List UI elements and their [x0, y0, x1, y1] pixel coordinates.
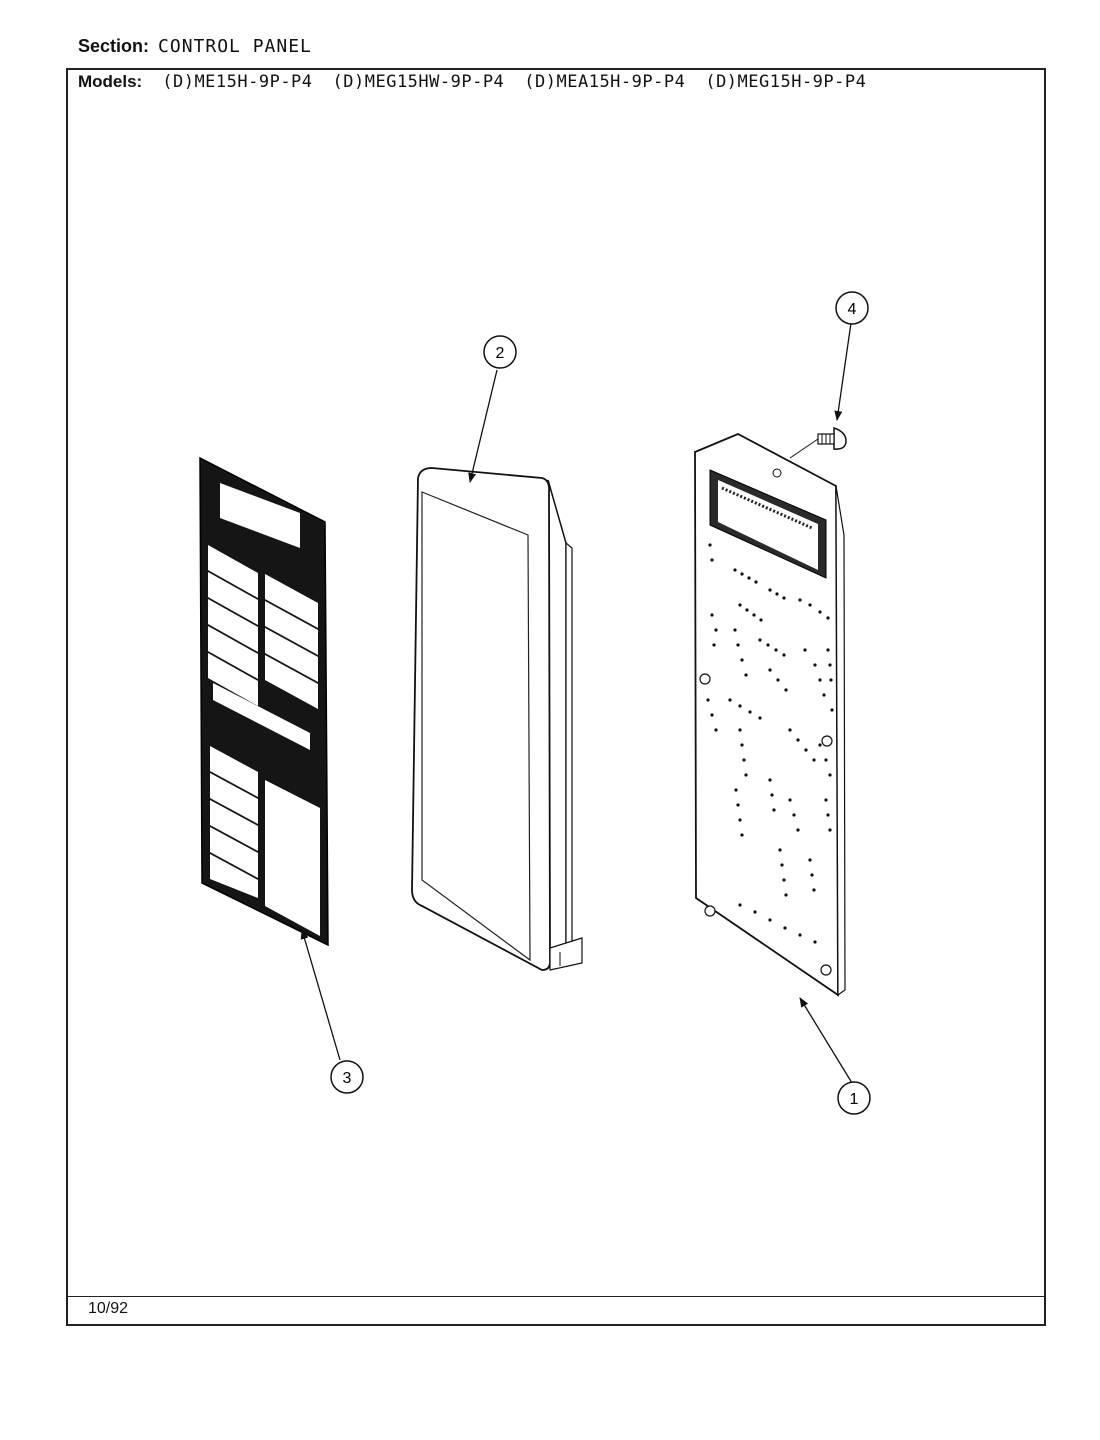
models-label: Models:: [78, 72, 143, 91]
callout-1: 1: [837, 1081, 871, 1115]
model-number: (D)MEG15HW-9P-P4: [332, 72, 505, 92]
part-4-screw: [789, 426, 847, 459]
callout-number: 1: [850, 1091, 859, 1108]
section-value: CONTROL PANEL: [158, 36, 312, 57]
callout-2: 2: [483, 335, 517, 369]
section-line: Section: CONTROL PANEL: [78, 36, 312, 57]
leader-line-1: [799, 997, 853, 1084]
leader-line-3: [300, 929, 341, 1061]
leader-line-4: [834, 322, 852, 421]
part-2-frame: [411, 467, 583, 971]
model-number: (D)ME15H-9P-P4: [162, 72, 313, 92]
callout-4: 4: [835, 291, 869, 325]
leader-line-2: [468, 369, 498, 483]
section-label: Section:: [78, 36, 150, 56]
diagram-frame: [66, 68, 1046, 1326]
model-number: (D)MEA15H-9P-P4: [524, 72, 686, 92]
callout-3: 3: [330, 1060, 364, 1094]
models-row: Models: (D)ME15H-9P-P4 (D)MEG15HW-9P-P4 (D)…: [78, 72, 866, 92]
model-number: (D)MEG15H-9P-P4: [705, 72, 867, 92]
callout-number: 3: [343, 1070, 352, 1087]
revision-date: 10/92: [88, 1300, 129, 1317]
callout-number: 4: [848, 301, 857, 318]
part-3-overlay: [199, 456, 329, 947]
part-1-circuit-board: [694, 433, 846, 997]
callout-number: 2: [496, 345, 505, 362]
footer-divider: [68, 1296, 1044, 1297]
